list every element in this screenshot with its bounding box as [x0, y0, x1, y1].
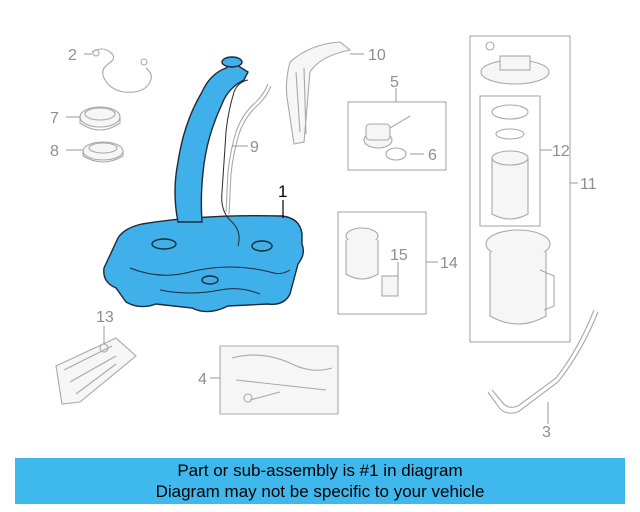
- callout-2: 2: [68, 47, 77, 64]
- callout-6: 6: [428, 147, 437, 164]
- callout-11: 11: [580, 176, 597, 193]
- box-5: [347, 101, 447, 171]
- part-14-filter: [345, 227, 399, 297]
- part-13-bracket: [55, 337, 137, 405]
- box-12: [479, 95, 541, 227]
- callout-1: 1: [278, 182, 287, 201]
- part-8-seal: [82, 141, 124, 163]
- callout-7: 7: [50, 110, 59, 127]
- box-11: [469, 35, 571, 343]
- callout-4: 4: [198, 371, 207, 388]
- callout-3: 3: [542, 424, 551, 441]
- callout-13: 13: [96, 309, 114, 326]
- info-banner: Part or sub-assembly is #1 in diagram Di…: [15, 458, 625, 504]
- callout-9: 9: [250, 139, 259, 156]
- banner-line-2: Diagram may not be specific to your vehi…: [155, 482, 485, 501]
- part-7-cap-ring: [79, 106, 121, 131]
- box-14: [337, 211, 427, 315]
- part-10-heat-shield: [285, 41, 352, 145]
- parts-diagram: 2 7 8 9 10 5 6 14: [50, 35, 599, 441]
- callout-5: 5: [390, 74, 399, 91]
- part-1-fuel-tank: [103, 56, 305, 313]
- callout-12: 12: [552, 143, 570, 160]
- part-2-cap-strap: [91, 48, 152, 93]
- callout-14: 14: [440, 255, 458, 272]
- part-3-strap: [487, 309, 599, 414]
- callout-10: 10: [368, 47, 386, 64]
- callout-15: 15: [390, 247, 408, 264]
- part-11-pump-assembly: [480, 41, 555, 325]
- part-4-bracket: [219, 345, 339, 415]
- part-5-valve: [363, 115, 411, 161]
- callout-8: 8: [50, 143, 59, 160]
- part-9-vent-line: [225, 83, 272, 215]
- banner-line-1: Part or sub-assembly is #1 in diagram: [177, 461, 463, 480]
